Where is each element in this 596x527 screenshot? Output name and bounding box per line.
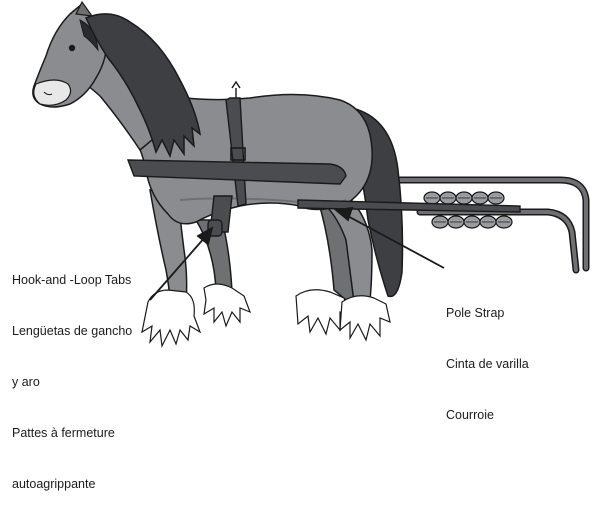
- label-hook-loop-es-1: Lengüetas de gancho: [12, 323, 132, 340]
- label-hook-loop-fr-1: Pattes à fermeture: [12, 425, 132, 442]
- label-pole-strap-fr: Courroie: [446, 407, 529, 424]
- label-hook-loop-en: Hook-and -Loop Tabs: [12, 272, 132, 289]
- hoof-hind-right: [340, 296, 390, 340]
- label-pole-strap-en: Pole Strap: [446, 305, 529, 322]
- ear: [76, 2, 92, 16]
- callout-hook-loop: Hook-and -Loop Tabs Lengüetas de gancho …: [12, 238, 132, 527]
- label-hook-loop-es-2: y aro: [12, 374, 132, 391]
- hoof-front-right: [204, 284, 250, 326]
- callout-pole-strap: Pole Strap Cinta de varilla Courroie: [446, 271, 529, 458]
- label-pole-strap-es: Cinta de varilla: [446, 356, 529, 373]
- diagram-stage: Hook-and -Loop Tabs Lengüetas de gancho …: [0, 0, 596, 354]
- eye: [69, 45, 75, 51]
- label-hook-loop-fr-2: autoagrippante: [12, 476, 132, 493]
